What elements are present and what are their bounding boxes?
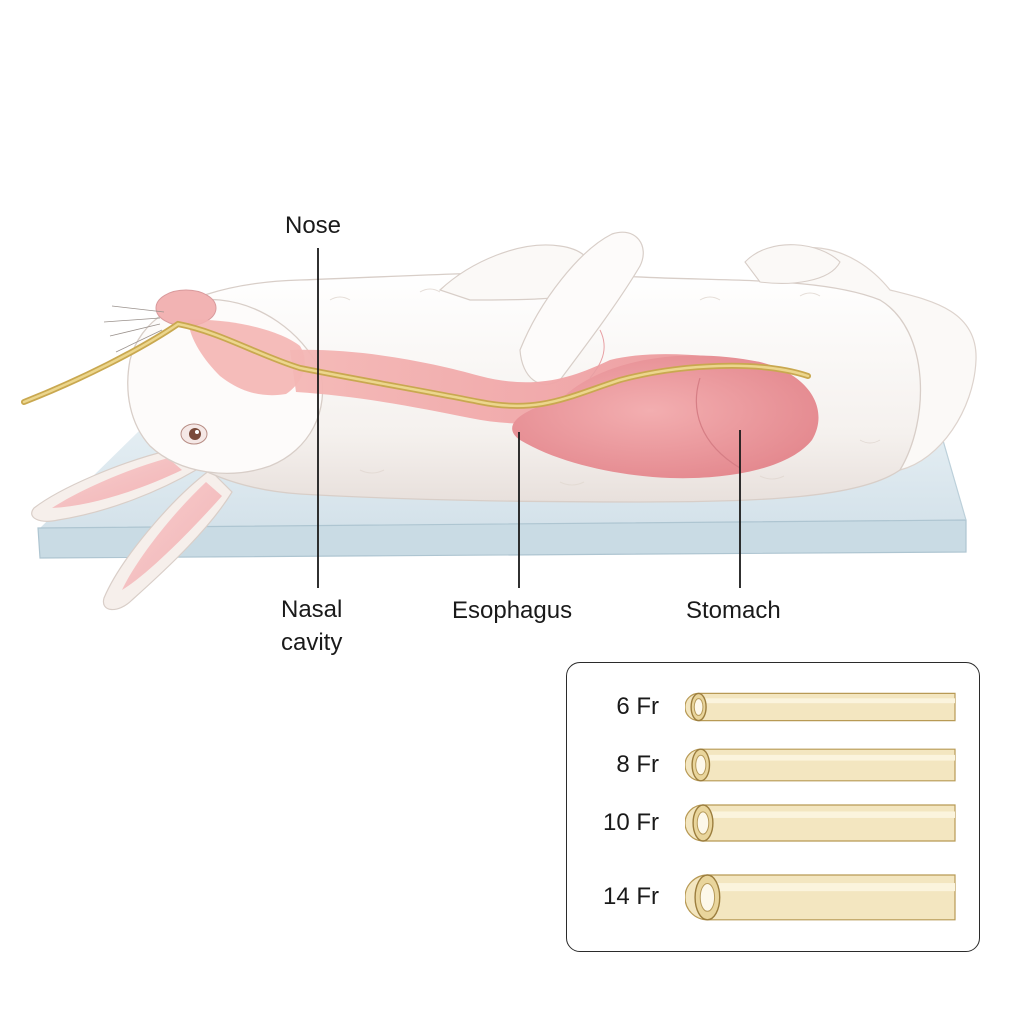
tube-icon: [685, 748, 956, 782]
tube-size-label: 14 Fr: [602, 882, 659, 910]
tube-size-legend: 6 Fr 8 Fr 10 Fr 14 Fr: [566, 662, 980, 952]
tube-size-label: 8 Fr: [616, 751, 659, 778]
ear-upper: [31, 449, 198, 522]
label-nasal-cavity: Nasal cavity: [281, 593, 342, 659]
tube-icon: [685, 873, 956, 921]
ear-lower: [102, 469, 233, 611]
leader-lines: [317, 248, 741, 588]
whiskers: [103, 305, 165, 353]
tube-size-row: 10 Fr: [567, 802, 979, 844]
label-esophagus-text: Esophagus: [452, 597, 573, 624]
label-esophagus: Esophagus: [452, 594, 572, 627]
label-stomach: Stomach: [686, 594, 781, 627]
feeding-tube: [21, 320, 811, 409]
eye: [180, 423, 208, 445]
tube-size-label: 6 Fr: [616, 693, 659, 720]
tube-size-row: 14 Fr: [567, 872, 979, 923]
label-nose: Nose: [285, 209, 341, 242]
label-nose-text: Nose: [285, 212, 342, 239]
tube-icon: [685, 692, 956, 722]
tube-size-row: 8 Fr: [567, 745, 979, 785]
label-nasal-cavity-line1: Nasal: [281, 596, 343, 623]
tube-size-label: 10 Fr: [602, 809, 659, 836]
label-stomach-text: Stomach: [686, 597, 781, 624]
label-nasal-cavity-line2: cavity: [281, 629, 343, 656]
tube-icon: [685, 804, 956, 842]
tube-size-row: 6 Fr: [567, 687, 979, 727]
